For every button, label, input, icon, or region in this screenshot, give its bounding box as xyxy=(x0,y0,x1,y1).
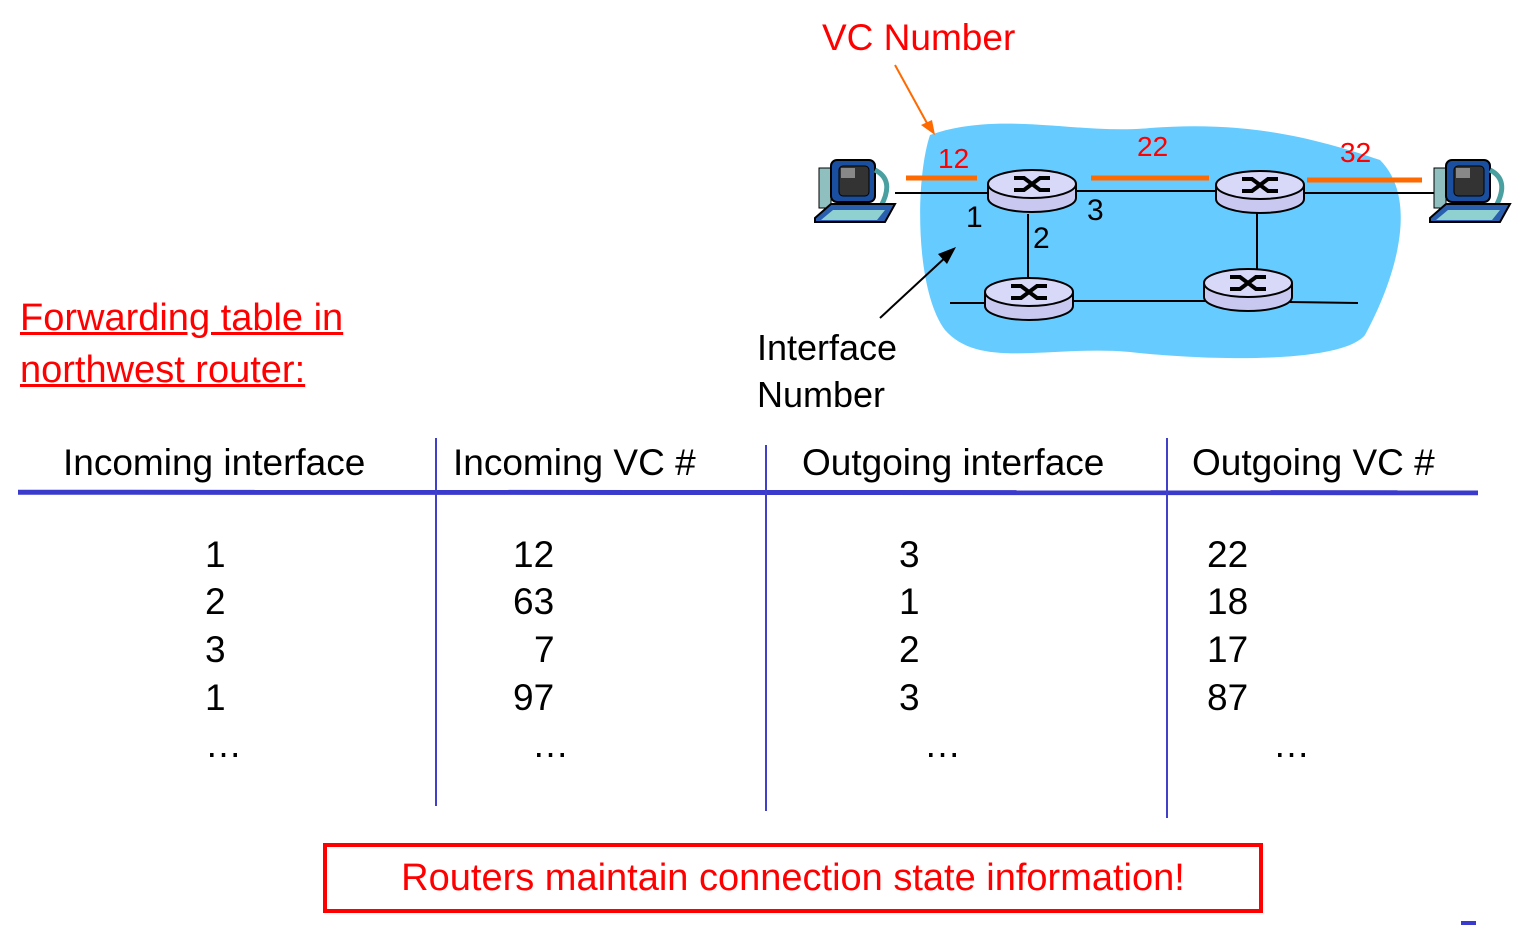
header-incoming-interface: Incoming interface xyxy=(63,442,366,483)
vc-label-32: 32 xyxy=(1340,137,1371,168)
slide-marker xyxy=(1461,921,1476,925)
cell-incoming-vc: 7 xyxy=(534,629,555,670)
vc-label-22: 22 xyxy=(1137,131,1168,162)
header-outgoing-vc: Outgoing VC # xyxy=(1192,442,1435,483)
interface-number-label-line1: Interface xyxy=(757,327,897,368)
network-diagram: VC Number 12 22 32 1 2 3 Interface Numbe… xyxy=(757,17,1536,415)
cell-ellipsis: … xyxy=(532,724,569,765)
cell-incoming-interface: 1 xyxy=(205,677,226,718)
cell-outgoing-vc: 22 xyxy=(1207,534,1249,575)
column-divider xyxy=(765,445,767,811)
cell-incoming-interface: 3 xyxy=(205,629,226,670)
router-northwest xyxy=(986,168,1078,214)
header-divider xyxy=(17,489,1479,496)
cell-outgoing-vc: 87 xyxy=(1207,677,1249,718)
router-southwest xyxy=(983,276,1075,322)
router-northeast xyxy=(1214,169,1306,215)
cell-outgoing-interface: 1 xyxy=(899,581,920,622)
column-divider xyxy=(1166,438,1168,818)
table-title-line2: northwest router: xyxy=(20,349,306,391)
connection-state-note: Routers maintain connection state inform… xyxy=(323,843,1263,913)
interface-label-1: 1 xyxy=(966,201,983,234)
router-southeast xyxy=(1202,267,1294,313)
interface-number-label-line2: Number xyxy=(757,374,885,415)
column-divider xyxy=(435,438,437,806)
cell-outgoing-interface: 3 xyxy=(899,534,920,575)
host-left-icon xyxy=(815,160,895,222)
table-title-line1: Forwarding table in xyxy=(20,297,344,339)
cell-outgoing-vc: 17 xyxy=(1207,629,1249,670)
table-title: Forwarding table in northwest router: xyxy=(20,292,343,396)
cell-ellipsis: … xyxy=(1273,724,1310,765)
header-outgoing-interface: Outgoing interface xyxy=(802,442,1105,483)
cell-outgoing-vc: 18 xyxy=(1207,581,1249,622)
header-incoming-vc: Incoming VC # xyxy=(453,442,696,483)
interface-label-2: 2 xyxy=(1033,222,1050,255)
vc-number-label: VC Number xyxy=(822,17,1015,58)
cell-incoming-vc: 97 xyxy=(513,677,555,718)
cell-incoming-vc: 12 xyxy=(513,534,555,575)
vc-label-12: 12 xyxy=(938,143,969,174)
host-right-icon xyxy=(1430,160,1510,222)
cell-ellipsis: … xyxy=(924,724,961,765)
cell-outgoing-interface: 2 xyxy=(899,629,920,670)
cell-incoming-vc: 63 xyxy=(513,581,555,622)
cell-incoming-interface: 1 xyxy=(205,534,226,575)
cell-incoming-interface: 2 xyxy=(205,581,226,622)
cell-ellipsis: … xyxy=(205,724,242,765)
interface-label-3: 3 xyxy=(1087,194,1104,227)
cell-outgoing-interface: 3 xyxy=(899,677,920,718)
